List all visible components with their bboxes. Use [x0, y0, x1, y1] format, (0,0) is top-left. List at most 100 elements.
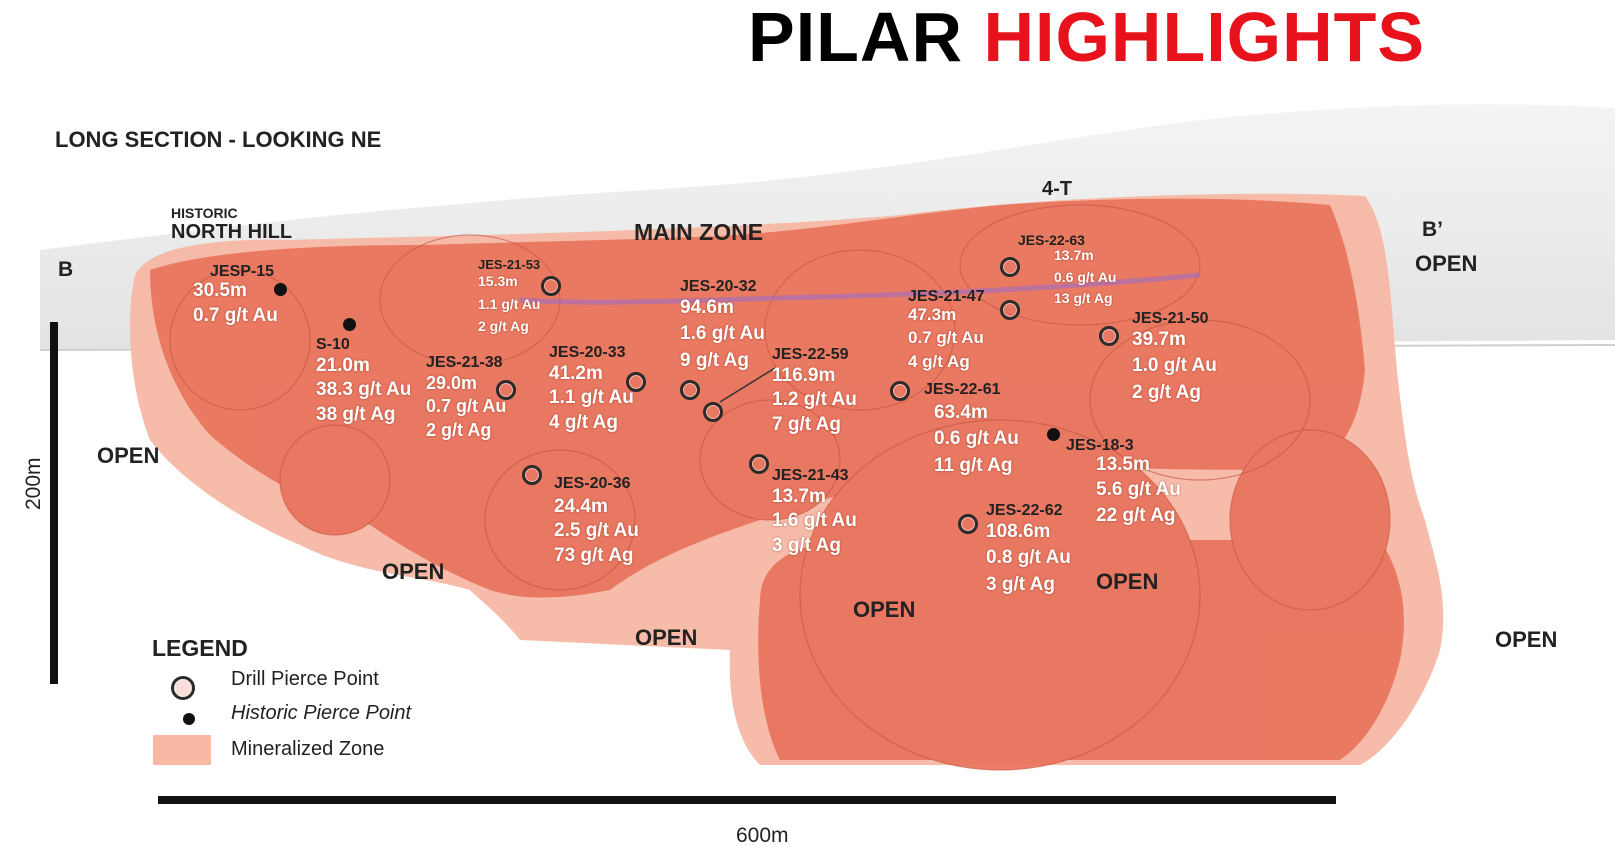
- drill-hole-jesp-15-values: 30.5m 0.7 g/t Au: [193, 280, 278, 327]
- hole-silver: 2 g/t Ag: [478, 318, 529, 335]
- hole-interval: 13.7m: [772, 485, 826, 507]
- hole-id: JES-20-32: [680, 278, 757, 295]
- ore-bodies: [150, 198, 1404, 770]
- hole-gold: 0.8 g/t Au: [986, 547, 1071, 569]
- pierce-jes-21-38: [496, 380, 516, 400]
- hole-silver: 73 g/t Ag: [554, 545, 634, 567]
- horizontal-scale-label: 600m: [736, 824, 789, 847]
- hole-silver: 7 g/t Ag: [772, 414, 841, 436]
- section-end-b-prime: B’: [1422, 218, 1443, 241]
- drill-hole-jes-22-62: JES-22-62 108.6m 0.8 g/t Au 3 g/t Ag: [986, 502, 1071, 596]
- drill-hole-jes-22-59: JES-22-59 116.9m 1.2 g/t Au 7 g/t Ag: [772, 346, 857, 436]
- hole-id: JES-21-38: [426, 354, 503, 371]
- hole-silver: 11 g/t Ag: [934, 455, 1013, 477]
- hole-id: JES-21-43: [772, 467, 849, 484]
- hole-gold: 5.6 g/t Au: [1096, 479, 1181, 501]
- legend-title: LEGEND: [152, 635, 248, 661]
- hole-interval: 41.2m: [549, 362, 603, 384]
- hole-interval: 39.7m: [1132, 328, 1186, 350]
- historic-label-line1: HISTORIC: [171, 205, 238, 221]
- hole-interval: 116.9m: [772, 364, 836, 386]
- hole-id: JES-22-63: [1018, 232, 1085, 248]
- pierce-jes-22-59: [703, 402, 723, 422]
- drill-hole-jes-20-33: JES-20-33 41.2m 1.1 g/t Au 4 g/t Ag: [549, 344, 634, 434]
- drill-hole-jes-22-63: JES-22-63 13.7m 0.6 g/t Au 13 g/t Ag: [1018, 232, 1117, 307]
- legend-item-historic-pierce: Historic Pierce Point: [231, 702, 412, 724]
- drill-hole-jes-20-32: JES-20-32 94.6m 1.6 g/t Au 9 g/t Ag: [680, 278, 765, 372]
- pierce-jes-21-50: [1099, 326, 1119, 346]
- legend-item-drill-pierce: Drill Pierce Point: [231, 668, 379, 690]
- title-word-highlights: HIGHLIGHTS: [983, 0, 1426, 76]
- open-label-6: OPEN: [1096, 569, 1159, 594]
- hole-gold: 0.6 g/t Au: [1054, 268, 1117, 285]
- hole-silver: 2 g/t Ag: [1132, 382, 1201, 404]
- open-label-5: OPEN: [853, 597, 916, 622]
- legend-item-mineralized-zone: Mineralized Zone: [231, 738, 385, 760]
- hole-id: JESP-15: [210, 263, 275, 280]
- drill-hole-s-10: S-10 21.0m 38.3 g/t Au 38 g/t Ag: [316, 336, 411, 426]
- drill-hole-jes-21-53: JES-21-53 15.3m 1.1 g/t Au 2 g/t Ag: [478, 257, 541, 335]
- hole-silver: 13 g/t Ag: [1054, 290, 1113, 307]
- hole-interval: 30.5m: [193, 280, 247, 301]
- open-label-3: OPEN: [382, 559, 445, 584]
- drill-hole-jes-18-3: JES-18-3 13.5m 5.6 g/t Au 22 g/t Ag: [1066, 437, 1181, 527]
- hole-id: JES-18-3: [1066, 437, 1134, 454]
- hole-interval: 63.4m: [934, 401, 988, 423]
- hole-silver: 9 g/t Ag: [680, 350, 749, 372]
- historic-pierce-icon: [183, 713, 195, 725]
- hole-gold: 1.1 g/t Au: [478, 295, 541, 312]
- vertical-scale-label: 200m: [22, 457, 45, 510]
- open-label-7: OPEN: [1495, 627, 1558, 652]
- hole-id: JES-21-47: [908, 288, 985, 305]
- hole-interval: 47.3m: [908, 304, 957, 324]
- hole-gold: 0.7 g/t Au: [426, 396, 507, 417]
- drill-hole-jes-22-61: JES-22-61 63.4m 0.6 g/t Au 11 g/t Ag: [924, 381, 1019, 477]
- historic-pierce-jes-18-3: [1047, 428, 1060, 441]
- hole-id: JES-21-53: [478, 257, 541, 272]
- drill-hole-jes-20-36: JES-20-36 24.4m 2.5 g/t Au 73 g/t Ag: [554, 475, 639, 567]
- pierce-jes-21-43: [749, 454, 769, 474]
- drill-hole-jes-21-47: JES-21-47 47.3m 0.7 g/t Au 4 g/t Ag: [908, 288, 985, 372]
- ore-blob-outlines: [169, 204, 1391, 771]
- hole-interval: 15.3m: [478, 273, 518, 290]
- hole-gold: 1.6 g/t Au: [772, 510, 857, 532]
- hole-gold: 0.7 g/t Au: [908, 328, 984, 348]
- main-zone-label: MAIN ZONE: [634, 219, 764, 245]
- mineralized-zone-swatch: [153, 735, 211, 765]
- pierce-jes-22-62: [958, 514, 978, 534]
- pierce-jes-21-47: [1000, 300, 1020, 320]
- open-label-1: OPEN: [1415, 251, 1478, 276]
- historic-label-line2: NORTH HILL: [171, 221, 293, 244]
- title-word-pilar: PILAR: [748, 0, 963, 76]
- hole-silver: 22 g/t Ag: [1096, 505, 1176, 527]
- hole-id: JES-20-36: [554, 475, 631, 492]
- hole-id: JES-21-50: [1132, 310, 1209, 327]
- hole-interval: 108.6m: [986, 520, 1051, 542]
- pierce-jes-20-33: [626, 372, 646, 392]
- hole-gold: 1.0 g/t Au: [1132, 355, 1217, 377]
- section-label: LONG SECTION - LOOKING NE: [55, 127, 382, 152]
- hole-gold: 2.5 g/t Au: [554, 520, 639, 542]
- hole-silver: 4 g/t Ag: [908, 351, 970, 371]
- hole-interval: 29.0m: [426, 372, 478, 393]
- hole-gold: 1.6 g/t Au: [680, 323, 765, 345]
- hole-silver: 4 g/t Ag: [549, 412, 618, 434]
- hole-id: JES-22-62: [986, 502, 1063, 519]
- historic-pierce-s-10: [343, 318, 356, 331]
- hole-gold: 1.2 g/t Au: [772, 389, 857, 411]
- hole-id: S-10: [316, 336, 350, 353]
- open-label-2: OPEN: [97, 443, 160, 468]
- drill-hole-jes-21-38: JES-21-38 29.0m 0.7 g/t Au 2 g/t Ag: [426, 354, 506, 441]
- hole-interval: 13.7m: [1054, 247, 1094, 264]
- hole-silver: 3 g/t Ag: [986, 574, 1055, 596]
- hole-interval: 13.5m: [1096, 453, 1150, 475]
- hole-interval: 94.6m: [680, 296, 734, 318]
- hole-silver: 2 g/t Ag: [426, 420, 492, 441]
- hole-gold: 0.6 g/t Au: [934, 428, 1019, 450]
- open-label-4: OPEN: [635, 625, 698, 650]
- hole-gold: 1.1 g/t Au: [549, 387, 634, 409]
- hole-id: JES-20-33: [549, 344, 626, 361]
- drill-hole-jes-21-50: JES-21-50 39.7m 1.0 g/t Au 2 g/t Ag: [1132, 310, 1217, 404]
- pierce-jes-22-63: [1000, 257, 1020, 277]
- historic-north-hill-label: HISTORIC NORTH HILL: [171, 205, 293, 244]
